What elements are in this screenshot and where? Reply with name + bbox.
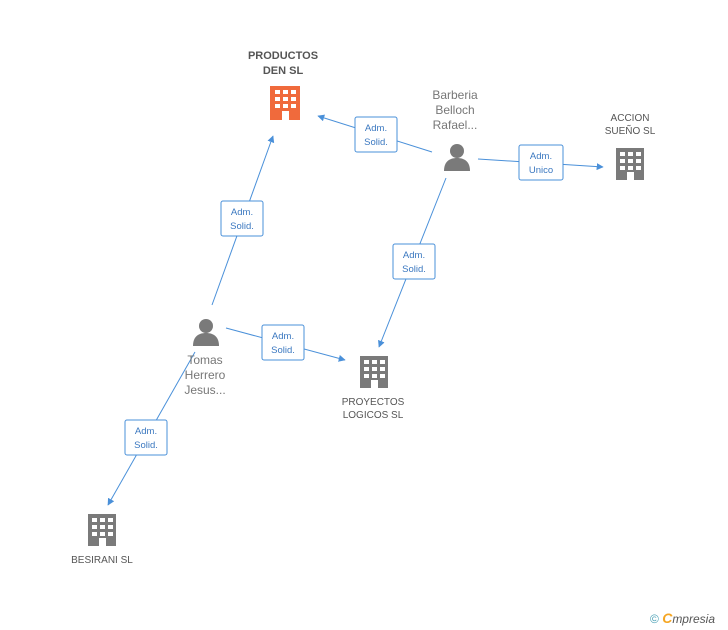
person-label-barberia[interactable]: Barberia Belloch Rafael... bbox=[432, 88, 478, 132]
edge-label-line1: Adm. bbox=[135, 426, 157, 437]
company-label-productos[interactable]: PRODUCTOS DEN SL bbox=[247, 50, 319, 77]
edge-label-line1: Adm. bbox=[403, 250, 425, 261]
brand-logo-letter: C bbox=[662, 610, 673, 626]
edge-label-line1: Adm. bbox=[365, 123, 387, 134]
building-icon[interactable] bbox=[616, 148, 644, 180]
company-label-accion[interactable]: ACCION SUEÑO SL bbox=[604, 113, 656, 137]
company-label-proyectos[interactable]: PROYECTOS LOGICOS SL bbox=[341, 397, 405, 421]
edge-label-box[interactable]: Adm. Solid. bbox=[124, 419, 168, 456]
person-icon[interactable] bbox=[193, 319, 219, 346]
person-icon[interactable] bbox=[444, 144, 470, 171]
edge-label-line1: Adm. bbox=[231, 207, 253, 218]
edge-barberia-productos: Adm. Solid. bbox=[317, 114, 433, 153]
edge-label-line2: Solid. bbox=[134, 440, 158, 451]
copyright-icon: © bbox=[650, 612, 659, 626]
building-icon[interactable] bbox=[88, 514, 116, 546]
edge-label-box[interactable]: Adm. Solid. bbox=[261, 324, 305, 361]
person-label-tomas[interactable]: Tomas Herrero Jesus... bbox=[184, 353, 226, 397]
edge-tomas-proyectos: Adm. Solid. bbox=[225, 324, 346, 362]
edge-label-line1: Adm. bbox=[530, 151, 552, 162]
edge-label-box[interactable]: Adm. Unico bbox=[518, 144, 564, 181]
edge-tomas-besirani: Adm. Solid. bbox=[107, 351, 196, 506]
edge-label-line2: Solid. bbox=[364, 137, 388, 148]
company-label-besirani[interactable]: BESIRANI SL bbox=[71, 555, 133, 566]
edge-label-box[interactable]: Adm. Solid. bbox=[392, 243, 436, 280]
brand-watermark: © Cmpresia bbox=[650, 610, 715, 626]
edge-barberia-accion: Adm. Unico bbox=[477, 144, 604, 181]
edge-tomas-productos: Adm. Solid. bbox=[211, 135, 275, 306]
edge-label-line2: Solid. bbox=[271, 345, 295, 356]
edge-label-line2: Unico bbox=[529, 165, 553, 176]
edge-label-line2: Solid. bbox=[230, 221, 254, 232]
building-icon[interactable] bbox=[270, 86, 300, 120]
edge-label-box[interactable]: Adm. Solid. bbox=[354, 116, 398, 153]
edge-label-line2: Solid. bbox=[402, 264, 426, 275]
brand-name: mpresia bbox=[672, 612, 715, 626]
building-icon[interactable] bbox=[360, 356, 388, 388]
edge-barberia-proyectos: Adm. Solid. bbox=[378, 177, 447, 348]
edge-label-line1: Adm. bbox=[272, 331, 294, 342]
edge-label-box[interactable]: Adm. Solid. bbox=[220, 200, 264, 237]
